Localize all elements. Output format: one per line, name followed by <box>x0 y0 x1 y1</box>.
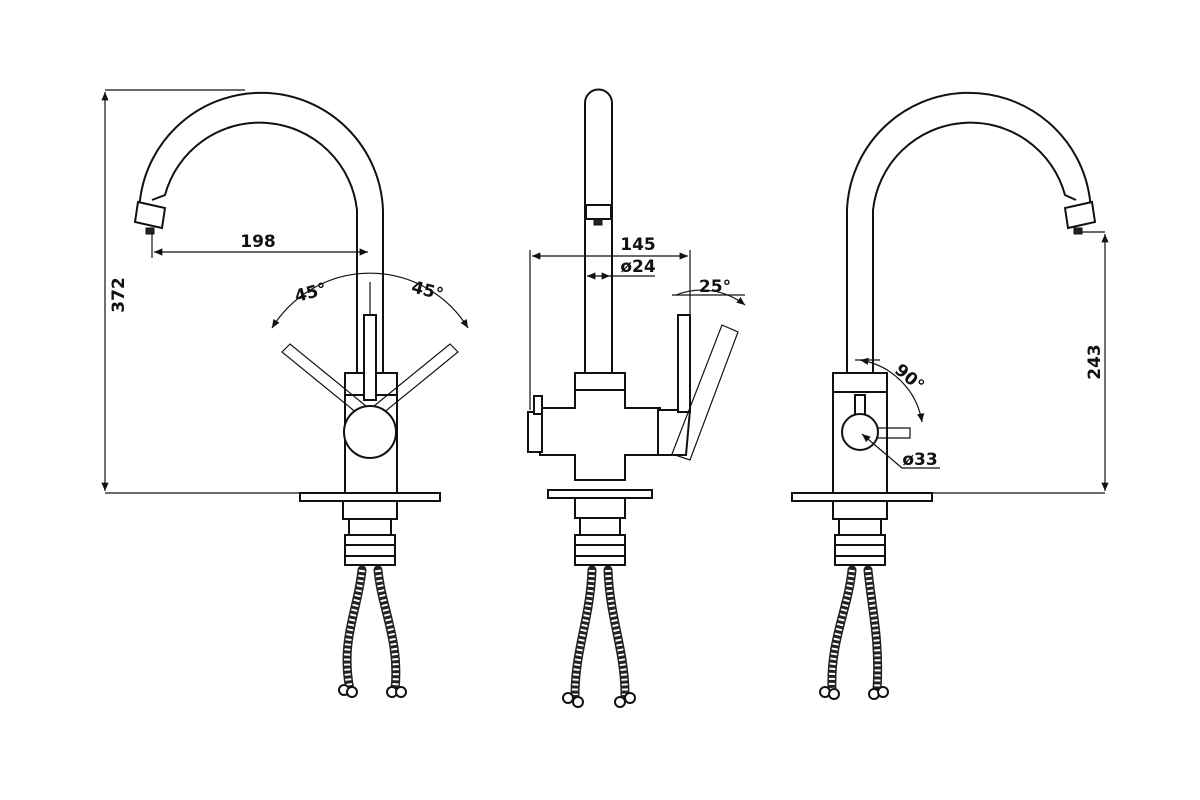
cartridge-circle <box>841 413 879 451</box>
spout-inner-edge <box>872 121 1077 375</box>
lever-angle-arc <box>675 289 746 306</box>
aerator <box>133 200 167 230</box>
front-view: 372 198 45° 45° <box>101 89 469 698</box>
rear-view: 243 90° ø33 <box>791 91 1109 700</box>
lock-nut <box>574 534 626 566</box>
lock-nut <box>344 534 396 566</box>
spout-profile <box>584 88 613 375</box>
spout-inner-edge <box>151 121 358 375</box>
hose-fittings <box>338 684 407 698</box>
base-plate <box>791 492 933 502</box>
mount-nut <box>342 500 398 520</box>
lever <box>677 314 691 413</box>
spout-outer-edge <box>137 91 384 375</box>
aerator <box>1063 200 1097 230</box>
lever-tilted-position <box>671 324 739 461</box>
reach-label: 198 <box>240 232 276 252</box>
width-label: 145 <box>620 235 656 255</box>
lock-nut <box>834 534 886 566</box>
lever-vertical <box>363 314 377 401</box>
lever-angle-label: 25° <box>699 277 731 297</box>
base-plate <box>299 492 441 502</box>
rotation-arc <box>271 272 469 329</box>
angle-left-label: 45° <box>293 279 329 307</box>
hose-fittings <box>819 686 889 700</box>
angle-right-label: 45° <box>409 277 445 305</box>
lever-angle-label: 90° <box>890 360 928 396</box>
lever-angle-arc <box>859 357 925 423</box>
side-view: 145 ø24 25° <box>527 88 746 708</box>
spout-outer-edge <box>846 91 1093 375</box>
spout-height-label: 243 <box>1085 344 1105 380</box>
spout-diameter-label: ø24 <box>620 257 656 277</box>
nozzle-tip <box>145 227 155 235</box>
lever-rotated-position <box>878 427 911 439</box>
body-diameter-label: ø33 <box>902 450 937 470</box>
aerator <box>585 204 612 220</box>
height-label: 372 <box>109 277 129 313</box>
base-plate <box>547 489 653 499</box>
mount-stem <box>348 518 392 536</box>
side-inlet <box>527 411 543 453</box>
hose-fittings <box>562 692 636 708</box>
cartridge-circle <box>343 405 397 459</box>
